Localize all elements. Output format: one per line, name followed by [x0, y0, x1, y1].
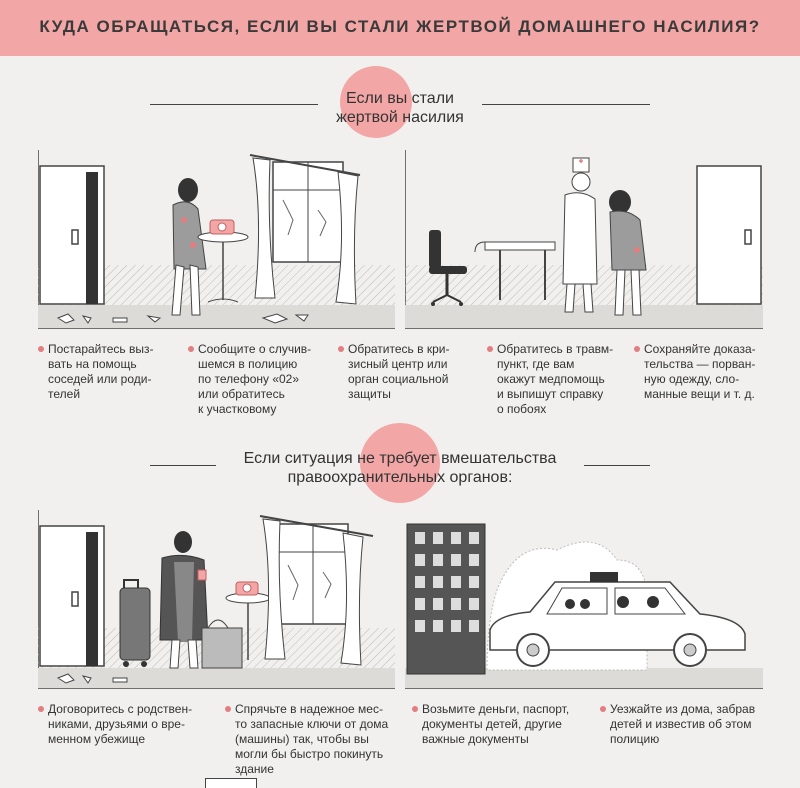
caption-text: Обратитесь в травм- пункт, где вам окажу…: [497, 342, 614, 416]
bullet-dot: [38, 346, 44, 352]
header-banner: КУДА ОБРАЩАТЬСЯ, ЕСЛИ ВЫ СТАЛИ ЖЕРТВОЙ Д…: [0, 0, 800, 56]
door-icon: [696, 165, 762, 305]
woman-icon: [159, 531, 209, 669]
scene-taxi: [405, 523, 763, 689]
section2-title-line1: Если ситуация не требует вмешательства: [243, 450, 557, 467]
caption-text: Сохраняйте доказа- тельства — порван- ну…: [644, 342, 756, 401]
bullet-dot: [634, 346, 640, 352]
bag-icon: [201, 619, 243, 669]
caption-keep-evidence: Сохраняйте доказа- тельства — порван- ну…: [634, 342, 784, 402]
woman-icon: [609, 190, 647, 316]
bullet-dot: [188, 346, 194, 352]
scene-clinic: [405, 150, 763, 329]
table-icon: [474, 241, 556, 300]
title-line-left-1: [150, 104, 318, 105]
section2-title: Если ситуация не требует вмешательства п…: [215, 449, 585, 487]
caption-text: Возьмите деньги, паспорт, документы дете…: [422, 702, 570, 746]
caption-shelter: Договоритесь с родствен- никами, друзьям…: [38, 702, 218, 747]
caption-call-police: Сообщите о случив- шемся в полицию по те…: [188, 342, 333, 417]
door-icon: [39, 525, 105, 667]
title-line-left-2: [150, 465, 216, 466]
caption-trauma-point: Обратитесь в травм- пункт, где вам окажу…: [487, 342, 632, 417]
caption-documents: Возьмите деньги, паспорт, документы дете…: [412, 702, 597, 747]
bullet-dot: [600, 706, 606, 712]
caption-text: Спрячьте в надежное мес- то запасные клю…: [235, 702, 389, 776]
window-icon: [259, 515, 374, 666]
phone-icon: [197, 219, 249, 303]
suitcase-icon: [119, 579, 151, 667]
caption-leave-home: Уезжайте из дома, забрав детей и извести…: [600, 702, 780, 747]
caption-spare-keys: Спрячьте в надежное мес- то запасные клю…: [225, 702, 405, 777]
bullet-dot: [338, 346, 344, 352]
title-line-right-2: [584, 465, 650, 466]
scene-leave-home: [38, 510, 395, 689]
woman-icon: [171, 178, 207, 316]
section2-title-line2: правоохранительных органов:: [287, 469, 513, 486]
caption-text: Обратитесь в кри- зисный центр или орган…: [348, 342, 450, 401]
window-icon: [249, 154, 361, 305]
bullet-dot: [412, 706, 418, 712]
taxi-car-icon: [489, 572, 746, 667]
bottom-tab: [205, 778, 257, 788]
page-title: КУДА ОБРАЩАТЬСЯ, ЕСЛИ ВЫ СТАЛИ ЖЕРТВОЙ Д…: [39, 17, 761, 36]
doctor-icon: [562, 157, 598, 313]
caption-call-neighbors: Постарайтесь выз- вать на помощь соседей…: [38, 342, 173, 402]
title-circle-1: [340, 66, 412, 138]
door-icon: [39, 165, 105, 305]
phone-icon: [225, 581, 271, 660]
section1-title-line1: Если вы стали: [346, 90, 454, 107]
caption-text: Договоритесь с родствен- никами, друзьям…: [48, 702, 193, 746]
chair-icon: [429, 230, 467, 306]
caption-text: Постарайтесь выз- вать на помощь соседей…: [48, 342, 154, 401]
title-circle-2: [360, 423, 440, 503]
caption-text: Сообщите о случив- шемся в полицию по те…: [198, 342, 312, 416]
caption-crisis-center: Обратитесь в кри- зисный центр или орган…: [338, 342, 473, 402]
bullet-dot: [225, 706, 231, 712]
caption-text: Уезжайте из дома, забрав детей и извести…: [610, 702, 756, 746]
bullet-dot: [38, 706, 44, 712]
section1-title-line2: жертвой насилия: [336, 109, 464, 126]
building-icon: [406, 523, 486, 675]
title-line-right-1: [482, 104, 650, 105]
scene-home-phone: [38, 150, 395, 329]
bullet-dot: [487, 346, 493, 352]
section1-title: Если вы стали жертвой насилия: [300, 89, 500, 127]
